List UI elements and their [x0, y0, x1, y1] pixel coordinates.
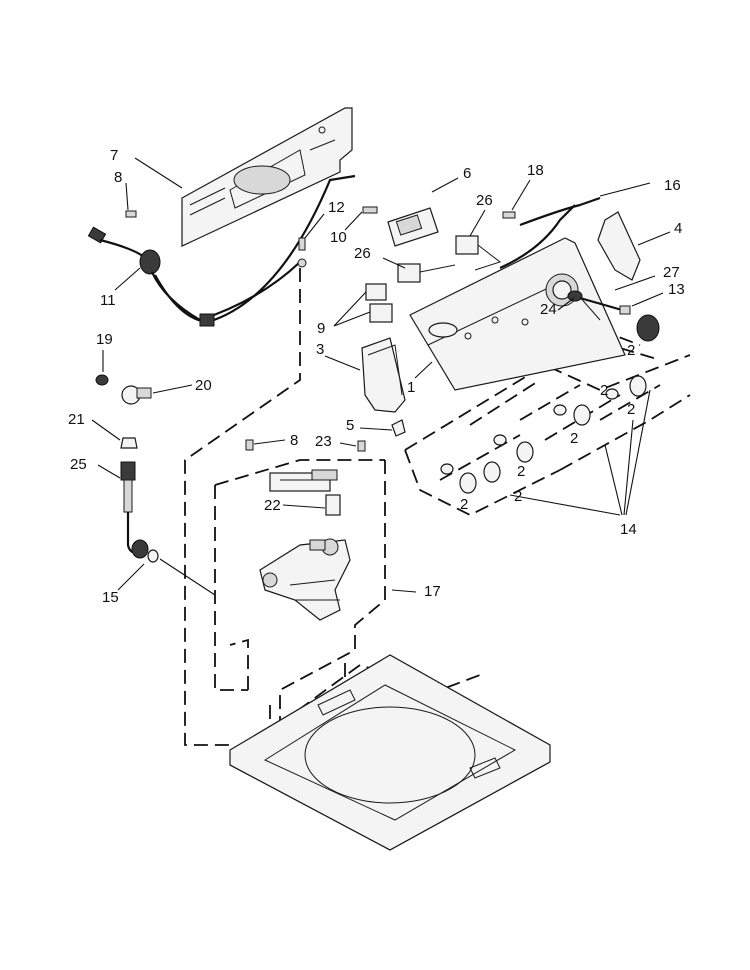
callout-23: 23: [315, 433, 332, 450]
inlet-valve-assembly: [269, 469, 341, 516]
callout-5: 5: [346, 417, 354, 434]
callout-18: 18: [527, 162, 544, 179]
callout-2g: 2: [460, 496, 468, 513]
callout-14: 14: [620, 521, 637, 538]
wire-harness: [499, 196, 601, 270]
washer-top: [229, 654, 551, 851]
console-main: [409, 237, 626, 391]
water-valve: [259, 538, 351, 621]
callout-24: 24: [540, 301, 557, 318]
callout-4: 4: [674, 220, 682, 237]
leader-lines: [91, 157, 671, 593]
selector-shaft: [567, 290, 631, 315]
callout-11: 11: [100, 292, 116, 309]
callout-27: 27: [663, 264, 680, 281]
callout-17: 17: [424, 583, 441, 600]
callout-19: 19: [96, 331, 113, 348]
side-cap: [361, 337, 406, 413]
callout-2a: 2: [627, 342, 635, 359]
callout-2e: 2: [517, 463, 525, 480]
callout-3: 3: [316, 341, 324, 358]
knobs: [440, 314, 660, 494]
callout-2b: 2: [627, 401, 635, 418]
callout-25: 25: [70, 456, 87, 473]
control-board: [362, 206, 439, 247]
callout-6: 6: [463, 165, 471, 182]
callout-1: 1: [407, 379, 415, 396]
callout-10: 10: [330, 229, 347, 246]
end-cap: [597, 211, 641, 281]
callout-7: 7: [110, 147, 118, 164]
callout-8a: 8: [114, 169, 122, 186]
callout-labels: 7 8 11 12 10 6 18 26 16 4 27 13 24 26 9 …: [68, 147, 685, 606]
callout-26a: 26: [476, 192, 493, 209]
clip-5: [391, 419, 406, 437]
inlet-hose-parts: [95, 374, 216, 596]
rear-console-panel: [181, 107, 353, 247]
screws: [125, 210, 366, 452]
callout-12: 12: [328, 199, 345, 216]
callout-21: 21: [68, 411, 85, 428]
screw-12: [297, 237, 307, 268]
callout-9: 9: [317, 320, 325, 337]
power-cord: [87, 174, 356, 327]
callout-16: 16: [664, 177, 681, 194]
callout-2c: 2: [600, 382, 608, 399]
callout-8b: 8: [290, 432, 298, 449]
callout-2f: 2: [514, 488, 522, 505]
switches: [365, 235, 502, 323]
callout-20: 20: [195, 377, 212, 394]
callout-26b: 26: [354, 245, 371, 262]
callout-2d: 2: [570, 430, 578, 447]
callout-22: 22: [264, 497, 281, 514]
callout-13: 13: [668, 281, 685, 298]
callout-15: 15: [102, 589, 119, 606]
